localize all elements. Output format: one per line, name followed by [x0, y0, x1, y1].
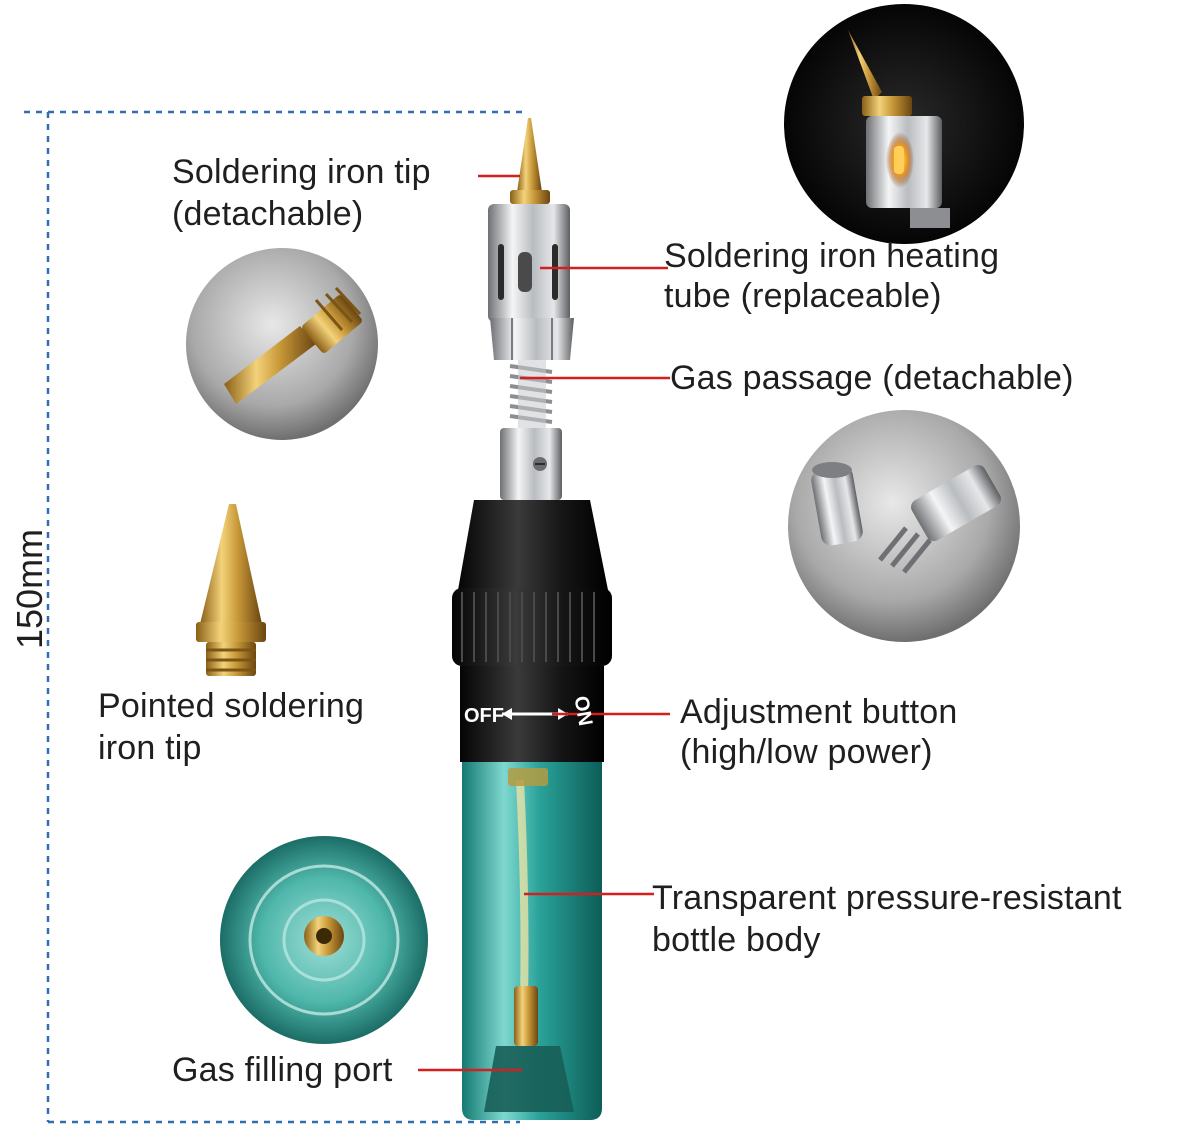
label-bottle-line2: bottle body — [652, 921, 821, 959]
inset-detachable-tip — [186, 248, 378, 440]
switch-on-marking: ON — [569, 694, 596, 727]
label-heating-tube-line1: Soldering iron heating — [664, 237, 1000, 275]
pointed-tip-illustration — [196, 504, 266, 676]
label-bottle-line1: Transparent pressure-resistant — [652, 879, 1122, 917]
inset-gas-passage — [788, 410, 1020, 642]
dimension-bracket — [24, 110, 523, 1124]
dimension-label: 150mm — [9, 528, 50, 649]
inset-heating-tube — [784, 4, 1024, 244]
label-filling-port: Gas filling port — [172, 1051, 393, 1089]
label-pointed-tip-line2: iron tip — [98, 729, 202, 767]
label-adjustment-line1: Adjustment button — [680, 693, 958, 731]
label-tip-line1: Soldering iron tip — [172, 153, 431, 191]
switch-off-marking: OFF — [464, 705, 504, 727]
label-tip-line2: (detachable) — [172, 195, 364, 233]
leader-lines — [418, 174, 670, 1072]
torch-illustration — [452, 118, 612, 1120]
label-pointed-tip-line1: Pointed soldering — [98, 687, 365, 725]
label-gas-passage: Gas passage (detachable) — [670, 359, 1074, 397]
label-adjustment-line2: (high/low power) — [680, 733, 933, 771]
label-heating-tube-line2: tube (replaceable) — [664, 277, 942, 315]
inset-filling-port — [220, 836, 428, 1044]
